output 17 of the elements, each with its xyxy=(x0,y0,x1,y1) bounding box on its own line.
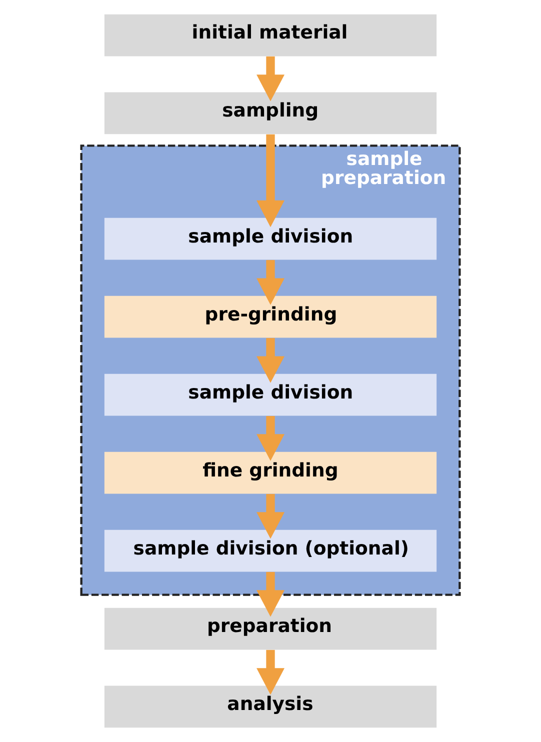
node-box: initial material xyxy=(104,14,437,56)
arrow xyxy=(256,134,284,228)
arrow xyxy=(256,572,284,617)
arrow xyxy=(256,416,284,461)
arrow xyxy=(256,494,284,539)
arrow xyxy=(256,650,284,695)
node-box: sampling xyxy=(104,92,437,134)
node-box: sample division xyxy=(104,218,437,260)
node-box: sample division xyxy=(104,374,437,416)
node-box: analysis xyxy=(104,686,437,728)
arrow xyxy=(256,56,284,102)
node-box: sample division (optional) xyxy=(104,530,437,572)
node-box: fine grinding xyxy=(104,452,437,494)
arrow xyxy=(256,338,284,383)
node-box: preparation xyxy=(104,608,437,650)
arrow xyxy=(256,260,284,305)
node-box: pre-grinding xyxy=(104,296,437,338)
